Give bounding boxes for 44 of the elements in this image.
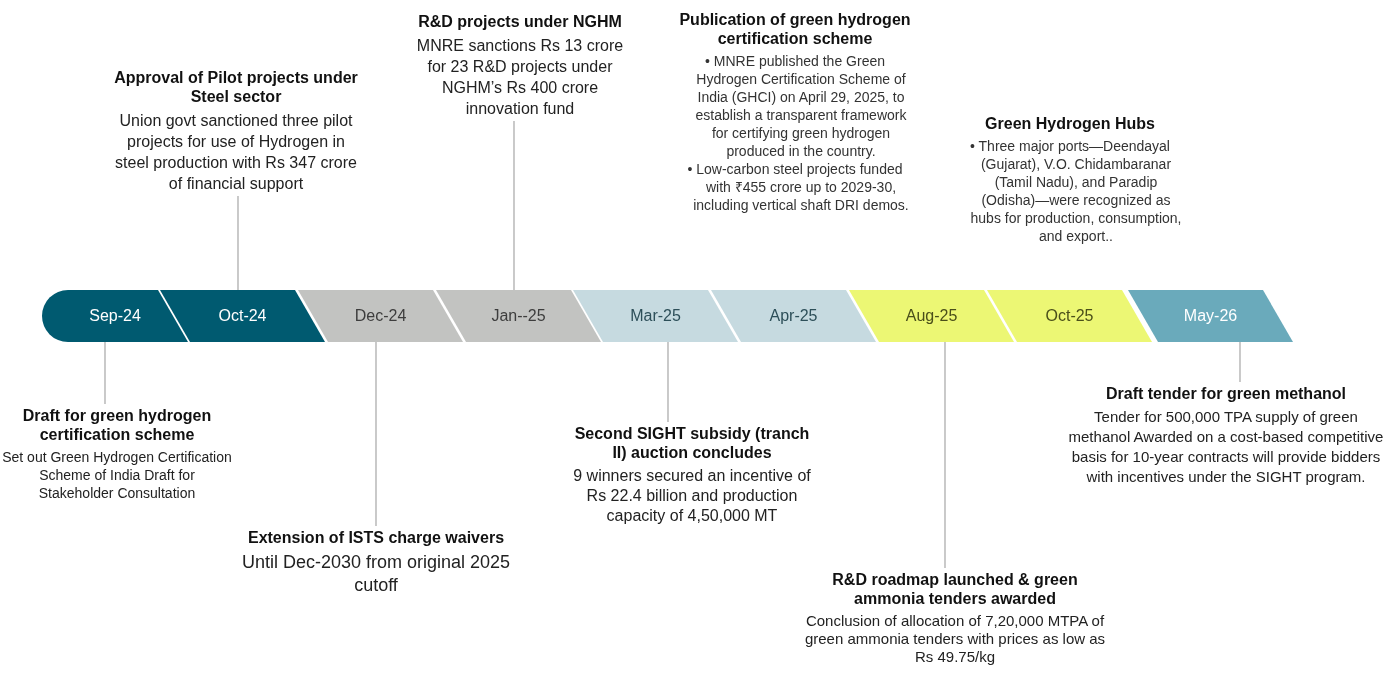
date-label: Dec-24 [354,307,407,325]
date-label: Jan--25 [491,307,546,325]
date-label: Mar-25 [630,307,681,325]
date-label: Oct-25 [1045,307,1094,325]
event-heading: Extension of ISTS charge waivers [246,528,506,547]
timeline-segment [711,290,876,342]
timeline-segment [1128,290,1293,342]
timeline-segment [42,290,188,342]
date-label: Oct-24 [218,307,267,325]
event-text: Until Dec-2030 from original 2025 cutoff [241,551,511,597]
event-heading: Draft for green hydrogen certification scheme [21,406,213,444]
event-text: Union govt sanctioned three pilot projects for use of Hydrogen in steel production with Rs 347 crore of financial support [114,111,358,194]
bullet-point: • Low-carbon steel projects funded with ₹455 crore up to 2029-30, including vertical shaft DRI demos. [686,160,910,214]
event-heading: Approval of Pilot projects under Steel sector [113,68,359,106]
event-text: Set out Green Hydrogen Certification Scheme of India Draft for Stakeholder Consultation [2,448,232,502]
timeline-segment [849,290,1014,342]
leader-line [375,341,377,527]
event-text: Conclusion of allocation of 7,20,000 MTPA of green ammonia tenders with prices as low as Rs 49.75/kg [803,612,1107,666]
event-heading: Green Hydrogen Hubs [984,114,1156,133]
timeline-segment [573,290,738,342]
leader-line [513,120,515,291]
bullet-point: • MNRE published the Green Hydrogen Certification Scheme of India (GHCI) on April 29, 2025, to establish a transparent framework for certifying green hydrogen produced in the country. [694,52,908,160]
date-label: May-26 [1183,307,1238,325]
timeline-segment [987,290,1152,342]
event-text: MNRE sanctions Rs 13 crore for 23 R&D projects under NGHM’s Rs 400 crore innovation fund [415,36,625,119]
leader-line [944,341,946,569]
event-heading: Second SIGHT subsidy (tranch II) auction concludes [573,424,811,462]
date-label: Aug-25 [905,307,958,325]
timeline-segment [160,290,325,342]
date-label: Apr-25 [769,307,818,325]
event-text: 9 winners secured an incentive of Rs 22.4 billion and production capacity of 4,50,000 MT [572,466,812,526]
timeline-segment [436,290,601,342]
leader-line [1239,341,1241,383]
event-heading: Draft tender for green methanol [1105,384,1347,403]
date-label: Sep-24 [89,307,141,325]
event-heading: R&D projects under NGHM [417,12,623,31]
timeline-segment [298,290,463,342]
leader-line [104,341,106,405]
event-heading: R&D roadmap launched & green ammonia tenders awarded [831,570,1079,608]
leader-line [237,195,239,291]
event-heading: Publication of green hydrogen certification scheme [678,10,912,48]
event-text: Tender for 500,000 TPA supply of green methanol Awarded on a cost-based competitive basis for 10-year contracts will provide bidders with incentives under the SIGHT program. [1067,407,1385,487]
bullet-point: • Three major ports—Deendayal (Gujarat), V.O. Chidambaranar (Tamil Nadu), and Paradip (Odisha)—were recognized as hubs for production, consumption, and export.. [969,137,1183,245]
leader-line [667,341,669,423]
